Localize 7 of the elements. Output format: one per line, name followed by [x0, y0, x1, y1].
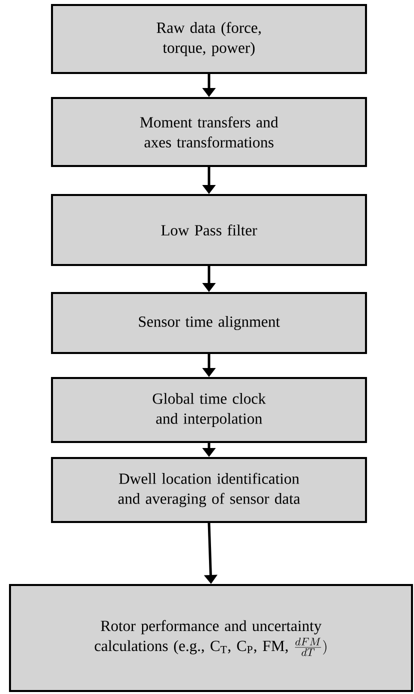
process-box: Global time clock and interpolation: [51, 377, 367, 443]
process-box: Sensor time alignment: [51, 292, 367, 354]
process-box: Raw data (force, torque, power): [51, 4, 367, 74]
process-box: Rotor performance and uncertainty calculations (e.g., C$_{T}$, C$_{P}$, FM, $\frac{dFM}{dT})$: [9, 584, 413, 692]
process-box: Moment transfers and axes transformations: [51, 97, 367, 167]
process-box: Low Pass filter: [51, 194, 367, 266]
process-box: Dwell location identification and averaging of sensor data: [51, 457, 367, 523]
